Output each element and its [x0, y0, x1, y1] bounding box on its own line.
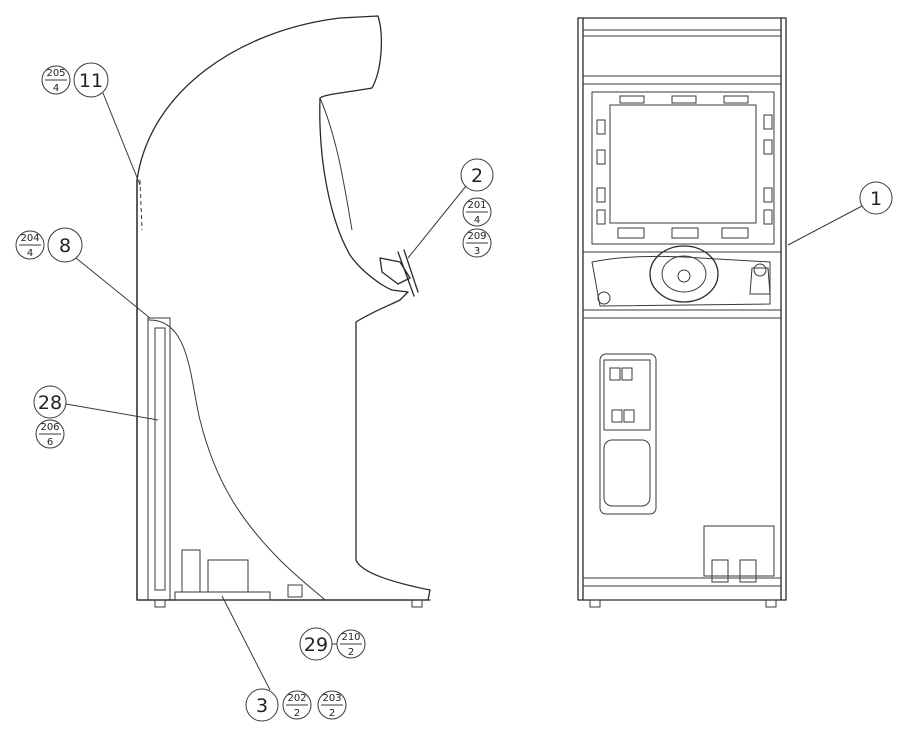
- steering-wheel-side: [379, 249, 419, 297]
- callout-2: 2 201 4 209 3: [407, 158, 494, 259]
- front-view-cabinet: [577, 17, 787, 608]
- callout-3-sub1-bottom: 2: [294, 708, 300, 719]
- callout-28: 28 206 6: [33, 385, 159, 449]
- callout-28-bottom: 6: [47, 437, 53, 448]
- callout-29: 29 210 2: [299, 627, 366, 661]
- callout-11-bottom: 4: [53, 83, 59, 94]
- side-view-cabinet: [136, 15, 431, 608]
- callout-1: 1: [787, 181, 893, 246]
- callout-11-number: 11: [79, 70, 103, 92]
- steering-wheel-front: [649, 245, 719, 303]
- callout-29-top: 210: [341, 632, 360, 643]
- callout-2-sub2-top: 209: [467, 231, 486, 242]
- callout-8: 204 4 8: [15, 227, 151, 319]
- callout-8-bottom: 4: [27, 248, 33, 259]
- callout-11: 205 4 11: [41, 62, 141, 186]
- callout-3: 3 202 2 203 2: [221, 595, 347, 722]
- callout-11-top: 205: [46, 68, 65, 79]
- callout-2-sub2-bottom: 3: [474, 246, 480, 257]
- callout-8-number: 8: [59, 235, 71, 257]
- callout-28-top: 206: [40, 422, 59, 433]
- callout-29-bottom: 2: [348, 647, 354, 658]
- callout-8-top: 204: [20, 233, 39, 244]
- callout-3-sub1-top: 202: [287, 693, 306, 704]
- callout-29-number: 29: [304, 634, 328, 656]
- callout-3-sub2-top: 203: [322, 693, 341, 704]
- callout-28-number: 28: [38, 392, 62, 414]
- callout-2-number: 2: [471, 165, 483, 187]
- callout-3-number: 3: [256, 695, 268, 717]
- callout-1-number: 1: [870, 188, 882, 210]
- callout-2-sub1-top: 201: [467, 200, 486, 211]
- callout-2-sub1-bottom: 4: [474, 215, 480, 226]
- callout-3-sub2-bottom: 2: [329, 708, 335, 719]
